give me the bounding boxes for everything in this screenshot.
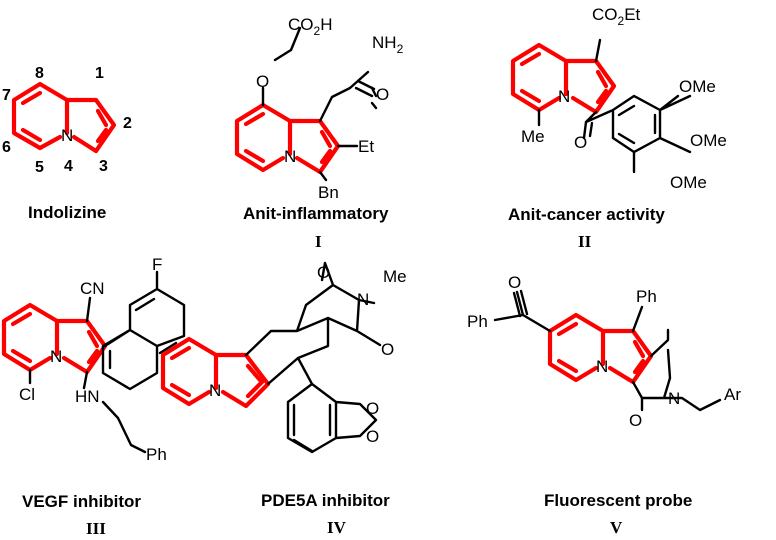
ketone-oxygen-label: O — [574, 133, 587, 152]
dioxole-oxygen-2-label: O — [366, 427, 379, 446]
phenyl-label: Ph — [636, 287, 657, 306]
caption-compound-V: Fluorescent probe — [544, 491, 692, 510]
ether-oxygen-label: O — [256, 72, 269, 91]
caption-compound-I: Anit-inflammatory — [243, 204, 389, 223]
position-1: 1 — [95, 65, 104, 82]
methoxy-2-label: OMe — [690, 131, 727, 150]
caption-compound-IV: PDE5A inhibitor — [261, 491, 390, 510]
lactam-oxygen-label: O — [629, 411, 642, 430]
amide-nh2-label: NH2 — [372, 33, 404, 56]
aryl-label: Ar — [724, 385, 741, 404]
caption-compound-II: Anit-cancer activity — [508, 205, 665, 224]
ketone-oxygen-label: O — [381, 340, 394, 359]
caption-indolizine: Indolizine — [28, 203, 106, 222]
label-roman-IV: IV — [327, 518, 347, 537]
ester-label: CO2Et — [592, 5, 641, 28]
structure-compound-I: N O CO2H NH2 O Et Bn Anit-inflammatory I — [234, 15, 404, 251]
methyl-label: Me — [521, 127, 545, 146]
indolizine-core — [11, 81, 117, 154]
chloro-label: Cl — [19, 385, 35, 404]
lactam-nitrogen-label: N — [357, 290, 369, 309]
structure-compound-II: N CO2Et Me O OMe OMe OMe Anit-cancer act… — [508, 5, 727, 251]
nitrogen-label: N — [50, 347, 62, 366]
label-roman-I: I — [315, 232, 322, 251]
ethyl-label: Et — [358, 137, 374, 156]
label-roman-III: III — [86, 519, 106, 538]
nitrogen-label: N — [209, 381, 221, 400]
position-3: 3 — [99, 158, 108, 175]
nitrogen-label: N — [596, 357, 608, 376]
n-methyl-label: Me — [383, 267, 407, 286]
amine-label: HN — [75, 387, 100, 406]
methoxy-3-label: OMe — [670, 173, 707, 192]
benzoyl-phenyl-label: Ph — [467, 312, 488, 331]
nitrogen-label: N — [558, 87, 570, 106]
dioxole-oxygen-1-label: O — [366, 399, 379, 418]
position-4: 4 — [64, 158, 73, 175]
structure-indolizine: N 1 2 3 4 5 6 7 8 Indolizine — [2, 65, 132, 222]
position-6: 6 — [2, 139, 11, 156]
amide-oxygen-label: O — [376, 85, 389, 104]
benzoyl-oxygen-label: O — [508, 273, 521, 292]
nitrile-label: CN — [80, 279, 105, 298]
nitrogen-label: N — [284, 147, 296, 166]
caption-compound-III: VEGF inhibitor — [22, 492, 141, 511]
structure-compound-V: N O Ph Ph N O Ar Fluorescent probe V — [467, 273, 741, 537]
structure-compound-III: N CN F Cl HN Ph VEGF inhibitor III — [1, 255, 186, 538]
nitrogen-label: N — [61, 126, 73, 145]
position-5: 5 — [35, 159, 44, 176]
position-2: 2 — [123, 115, 132, 132]
methoxy-1-label: OMe — [679, 77, 716, 96]
compound-II-core — [510, 42, 617, 115]
label-roman-II: II — [578, 232, 592, 251]
position-8: 8 — [35, 65, 44, 82]
position-7: 7 — [2, 87, 11, 104]
label-roman-V: V — [610, 518, 623, 537]
carboxylic-acid-label: CO2H — [288, 15, 332, 38]
structure-compound-IV: N O N Me O O O PDE5A inhibitor IV — [160, 261, 407, 537]
phenyl-label: Ph — [146, 445, 167, 464]
lactam-nitrogen-label: N — [668, 389, 680, 408]
fluoro-label: F — [152, 255, 162, 274]
benzyl-label: Bn — [318, 183, 339, 202]
imide-oxygen-label: O — [317, 263, 330, 282]
